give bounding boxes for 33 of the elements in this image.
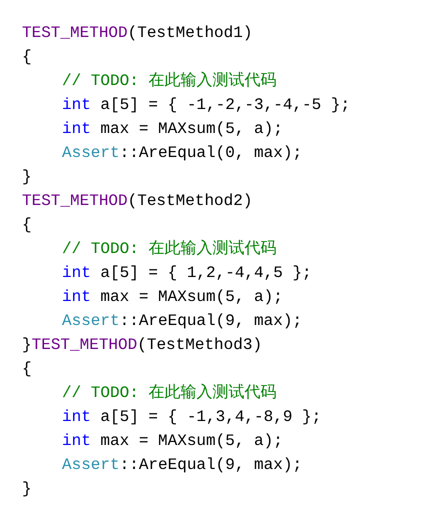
code-text: max = MAXsum(5, a);	[100, 432, 283, 450]
code-text: max = MAXsum(5, a);	[100, 120, 283, 138]
code-text: {	[22, 360, 32, 378]
code-text: {	[22, 216, 32, 234]
code-text: }	[22, 336, 32, 354]
code-text: }	[22, 168, 32, 186]
type-keyword: int	[62, 264, 91, 282]
code-text: max = MAXsum(5, a);	[100, 288, 283, 306]
macro-keyword: TEST_METHOD	[22, 192, 128, 210]
code-text: a[5] = { 1,2,-4,4,5 };	[100, 264, 312, 282]
code-text: {	[22, 48, 32, 66]
code-text: ::AreEqual(9, max);	[120, 456, 302, 474]
class-name: Assert	[62, 312, 120, 330]
code-text: ::AreEqual(0, max);	[120, 144, 302, 162]
code-text: (TestMethod2)	[128, 192, 252, 210]
code-text: (TestMethod3)	[137, 336, 262, 354]
code-comment: // TODO: 在此输入测试代码	[62, 72, 276, 90]
type-keyword: int	[62, 408, 91, 426]
code-comment: // TODO: 在此输入测试代码	[62, 240, 276, 258]
code-text: a[5] = { -1,-2,-3,-4,-5 };	[100, 96, 350, 114]
class-name: Assert	[62, 456, 120, 474]
code-text: a[5] = { -1,3,4,-8,9 };	[100, 408, 322, 426]
code-text: ::AreEqual(9, max);	[120, 312, 302, 330]
type-keyword: int	[62, 432, 91, 450]
type-keyword: int	[62, 96, 91, 114]
macro-keyword: TEST_METHOD	[32, 336, 138, 354]
macro-keyword: TEST_METHOD	[22, 24, 128, 42]
type-keyword: int	[62, 120, 91, 138]
code-text: }	[22, 480, 32, 498]
class-name: Assert	[62, 144, 120, 162]
type-keyword: int	[62, 288, 91, 306]
code-comment: // TODO: 在此输入测试代码	[62, 384, 276, 402]
code-text: (TestMethod1)	[128, 24, 252, 42]
